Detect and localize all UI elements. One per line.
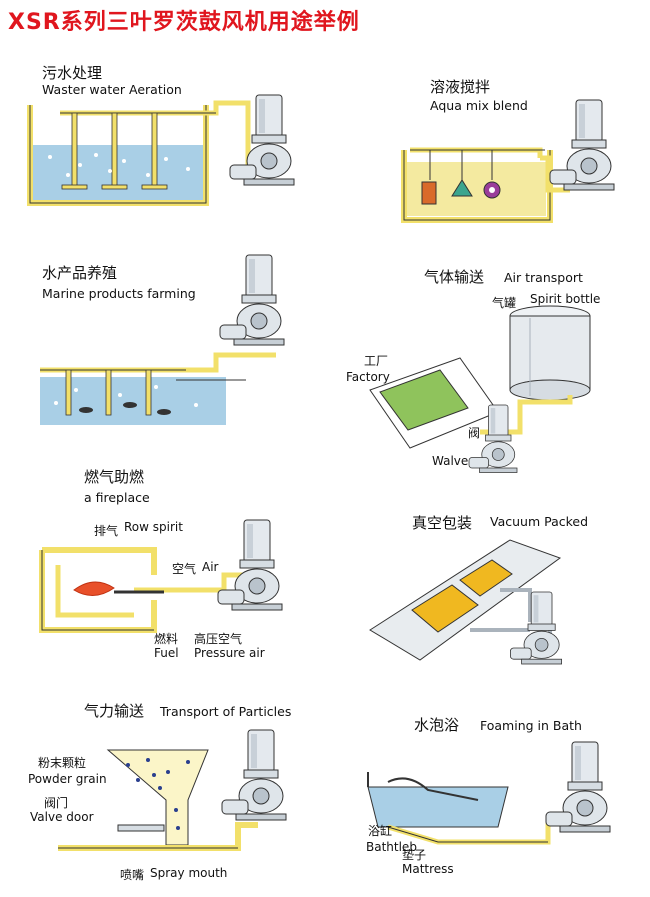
vacuum-label-en: Vacuum Packed [490,514,589,529]
marine-diagram [40,254,285,425]
valve-label-cn: 阀 [468,426,481,440]
wastewater-diagram [27,94,295,206]
vacuum-diagram [369,539,562,665]
air-transport-label-cn: 气体输送 [424,268,485,286]
valve-door-label-cn: 阀门 [44,796,69,810]
factory-label-cn: 工厂 [364,354,389,368]
wastewater-label-cn: 污水处理 [42,64,103,82]
mat-label-cn: 垫子 [402,848,427,862]
fuel-label-en: Fuel [154,646,179,660]
bath-label-en: Foaming in Bath [480,718,582,733]
particles-label-cn: 气力输送 [84,702,145,720]
air-label-cn: 空气 [172,562,197,576]
mix-diagram [401,99,615,223]
valve-label-en: Walve [432,454,469,468]
vacuum-label-cn: 真空包装 [412,514,473,532]
fuel-label-cn: 燃料 [154,632,179,646]
fireplace-diagram [39,519,283,633]
pressure-label-en: Pressure air [194,646,265,660]
powder-label-cn: 粉末颗粒 [38,756,87,770]
fireplace-label-cn: 燃气助燃 [84,468,145,486]
exhaust-label-en: Row spirit [124,520,183,534]
bath-label-cn: 水泡浴 [414,716,460,734]
air-transport-label-en: Air transport [504,270,583,285]
mix-label-cn: 溶液搅拌 [430,78,491,96]
page-title: XSR系列三叶罗茨鼓风机用途举例 [8,10,360,35]
valve-door-label-en: Valve door [30,810,94,824]
mix-label-en: Aqua mix blend [430,98,528,113]
particles-label-en: Transport of Particles [160,704,292,719]
bottle-label-en: Spirit bottle [530,292,601,306]
exhaust-label-cn: 排气 [94,524,119,538]
marine-label-cn: 水产品养殖 [42,264,118,282]
mat-label-en: Mattress [402,862,454,876]
fireplace-label-en: a fireplace [84,490,150,505]
factory-label-en: Factory [346,370,390,384]
powder-label-en: Powder grain [28,772,107,786]
particles-diagram [58,729,287,851]
bottle-label-cn: 气罐 [492,296,517,310]
tub-label-en: Bathtleb [366,840,417,854]
marine-label-en: Marine products farming [42,286,196,301]
spray-label-en: Spray mouth [150,866,228,880]
air-label-en: Air [202,560,219,574]
tub-label-cn: 浴缸 [368,824,393,838]
spray-label-cn: 喷嘴 [120,868,145,882]
air-transport-diagram [369,305,591,473]
bath-diagram [367,741,611,845]
pressure-label-cn: 高压空气 [194,632,243,646]
wastewater-label-en: Waster water Aeration [42,82,182,97]
